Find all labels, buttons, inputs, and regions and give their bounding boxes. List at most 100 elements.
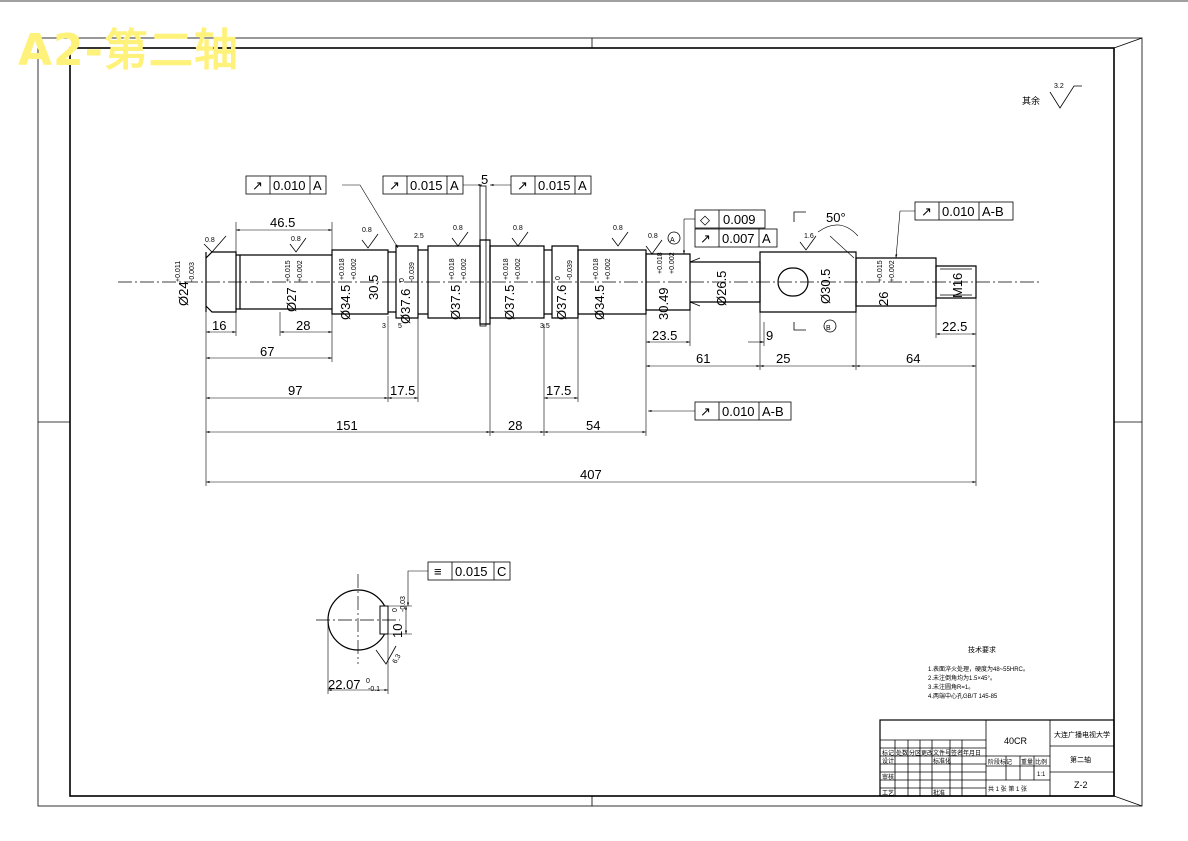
svg-text:共 1 张 第 1 张: 共 1 张 第 1 张 — [988, 785, 1027, 793]
general-roughness-note: 其余 3.2 — [1022, 83, 1082, 109]
section-view: 10 0 -0.03 22.07 0 -0.1 6.3 ≡ 0.015 C — [316, 561, 511, 694]
length-dimensions: 46.5 16 28 67 97 17.5 151 28 54 17.5 407… — [205, 172, 977, 486]
svg-text:17.5: 17.5 — [390, 383, 415, 398]
svg-text:+0.002: +0.002 — [461, 258, 468, 280]
svg-text:↗: ↗ — [517, 178, 528, 193]
svg-text:A: A — [578, 178, 587, 193]
svg-text:0: 0 — [399, 278, 406, 282]
svg-text:30.5: 30.5 — [366, 275, 381, 300]
svg-text:+0.002: +0.002 — [515, 258, 522, 280]
svg-text:-0.03: -0.03 — [400, 596, 407, 612]
svg-text:Ø34.5: Ø34.5 — [338, 285, 353, 320]
svg-text:3: 3 — [382, 323, 386, 330]
svg-text:批准: 批准 — [933, 789, 945, 797]
svg-text:Ø27: Ø27 — [284, 287, 299, 312]
gdt-frame-5: ↗ 0.007 A — [694, 228, 778, 248]
svg-text:C: C — [497, 564, 506, 579]
svg-text:A: A — [762, 231, 771, 246]
svg-text:22.07: 22.07 — [328, 677, 361, 692]
svg-text:0.010: 0.010 — [722, 404, 755, 419]
svg-text:年月日: 年月日 — [963, 749, 981, 757]
svg-text:+0.015: +0.015 — [285, 260, 292, 282]
svg-text:46.5: 46.5 — [270, 215, 295, 230]
svg-text:25: 25 — [776, 351, 790, 366]
svg-text:工艺: 工艺 — [882, 789, 894, 797]
svg-text:10: 10 — [390, 624, 405, 638]
svg-text:A-B: A-B — [982, 204, 1004, 219]
svg-text:0.8: 0.8 — [613, 225, 623, 232]
svg-text:重量: 重量 — [1021, 758, 1033, 766]
drawing-banner-title: A2-第二轴 — [18, 25, 239, 76]
datum-b — [823, 319, 837, 333]
datum-a — [667, 231, 681, 245]
svg-text:+0.018: +0.018 — [657, 252, 664, 274]
svg-text:0.8: 0.8 — [453, 225, 463, 232]
svg-text:-0.039: -0.039 — [409, 262, 416, 282]
svg-text:+0.018: +0.018 — [503, 258, 510, 280]
svg-text:40CR: 40CR — [1004, 736, 1028, 746]
svg-text:5: 5 — [398, 323, 402, 330]
svg-text:↗: ↗ — [252, 178, 263, 193]
svg-text:第二轴: 第二轴 — [1070, 755, 1091, 764]
svg-text:0.010: 0.010 — [942, 204, 975, 219]
svg-text:0.8: 0.8 — [648, 233, 658, 240]
svg-text:0: 0 — [555, 276, 562, 280]
svg-text:Ø37.5: Ø37.5 — [448, 285, 463, 320]
svg-text:9: 9 — [766, 328, 773, 343]
svg-text:其余: 其余 — [1022, 95, 1040, 106]
svg-text:Ø34.5: Ø34.5 — [592, 285, 607, 320]
svg-text:2.未注倒角均为1.5×45°。: 2.未注倒角均为1.5×45°。 — [928, 674, 996, 682]
svg-text:-0.1: -0.1 — [368, 686, 380, 693]
svg-text:Ø37.5: Ø37.5 — [502, 285, 517, 320]
svg-text:A: A — [313, 178, 322, 193]
svg-text:64: 64 — [906, 351, 920, 366]
shaft-outline — [118, 185, 1040, 327]
svg-text:审核: 审核 — [882, 773, 894, 781]
title-block: 标记 处数 分区 更改文件号 签名 年月日 设计 标准化 审核 工艺 批准 40… — [879, 719, 1115, 797]
svg-text:1.表面淬火处理，硬度为48~55HRC。: 1.表面淬火处理，硬度为48~55HRC。 — [928, 665, 1029, 673]
svg-text:Ø37.6: Ø37.6 — [398, 289, 413, 324]
svg-text:+0.018: +0.018 — [449, 258, 456, 280]
svg-text:1.6: 1.6 — [804, 233, 814, 240]
svg-text:设计: 设计 — [882, 757, 894, 765]
svg-text:↗: ↗ — [921, 204, 932, 219]
svg-text:151: 151 — [336, 418, 358, 433]
svg-text:5: 5 — [481, 172, 488, 187]
svg-text:Ø24: Ø24 — [176, 281, 191, 306]
svg-text:标准化: 标准化 — [933, 757, 951, 765]
svg-text:Ø30.5: Ø30.5 — [818, 269, 833, 304]
svg-text:0.010: 0.010 — [273, 178, 306, 193]
svg-text:M16: M16 — [950, 273, 965, 298]
svg-text:+0.002: +0.002 — [889, 260, 896, 282]
svg-text:B: B — [826, 325, 831, 332]
svg-text:0.009: 0.009 — [723, 212, 756, 227]
svg-text:比例: 比例 — [1035, 758, 1047, 766]
svg-text:更改文件号: 更改文件号 — [921, 749, 951, 757]
svg-text:Ø26.5: Ø26.5 — [714, 271, 729, 306]
svg-text:-0.039: -0.039 — [567, 260, 574, 280]
svg-text:◇: ◇ — [700, 212, 710, 227]
svg-text:+0.002: +0.002 — [605, 258, 612, 280]
datum-markers: A B — [667, 231, 837, 333]
svg-text:+0.002: +0.002 — [351, 258, 358, 280]
svg-text:标记: 标记 — [882, 749, 894, 757]
svg-text:67: 67 — [260, 344, 274, 359]
svg-text:↗: ↗ — [700, 231, 711, 246]
svg-text:3.5: 3.5 — [540, 323, 550, 330]
svg-text:大连广播电视大学: 大连广播电视大学 — [1054, 730, 1110, 739]
keyway-slot — [777, 267, 809, 297]
svg-text:0.8: 0.8 — [205, 237, 215, 244]
svg-text:0.8: 0.8 — [291, 236, 301, 243]
svg-text:A-B: A-B — [762, 404, 784, 419]
svg-text:技术要求: 技术要求 — [968, 645, 996, 654]
svg-text:+0.002: +0.002 — [669, 252, 676, 274]
svg-text:3.未注圆角R=1。: 3.未注圆角R=1。 — [928, 683, 974, 691]
sheet-border — [0, 0, 1188, 807]
svg-text:0.007: 0.007 — [722, 231, 755, 246]
svg-text:0.015: 0.015 — [455, 564, 488, 579]
svg-text:54: 54 — [586, 418, 600, 433]
svg-text:4.两端中心孔GB/T 145-85: 4.两端中心孔GB/T 145-85 — [928, 692, 998, 700]
svg-text:A: A — [670, 237, 675, 244]
svg-text:签名: 签名 — [951, 749, 963, 757]
